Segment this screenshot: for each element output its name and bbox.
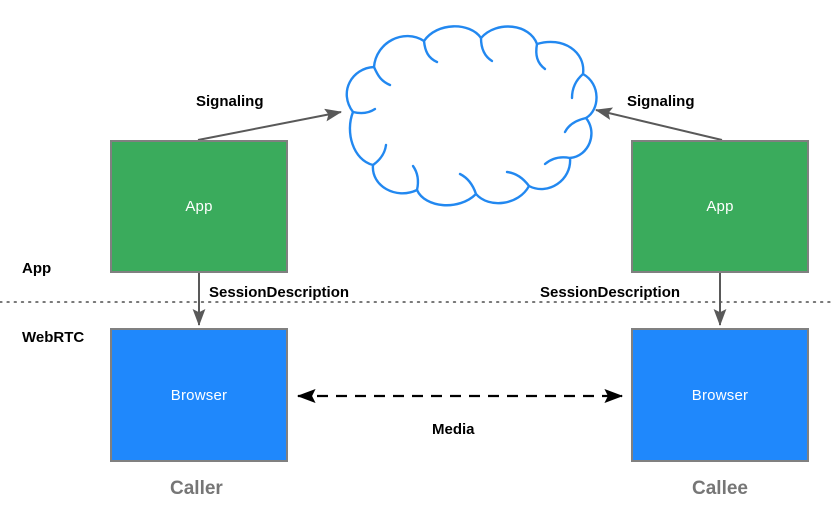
layer-label-app: App [22, 260, 52, 277]
edge-label-sessiondescription-right: SessionDescription [540, 284, 681, 301]
signaling-arrow-left [197, 108, 342, 141]
app-box-caller[interactable]: App [110, 140, 288, 273]
browser-box-caller-label: Browser [170, 386, 228, 404]
edge-label-signaling-left: Signaling [196, 93, 264, 110]
app-box-callee-label: App [706, 198, 734, 215]
edge-label-signaling-right: Signaling [627, 93, 695, 110]
app-box-callee[interactable]: App [631, 140, 809, 273]
edge-label-media: Media [432, 421, 475, 438]
app-box-caller-label: App [185, 198, 213, 215]
role-label-caller: Caller [170, 478, 223, 499]
browser-box-callee[interactable]: Browser [631, 328, 809, 462]
browser-box-callee-label: Browser [691, 386, 749, 404]
layer-label-webrtc: WebRTC [22, 329, 85, 346]
signaling-arrow-right [595, 107, 723, 141]
signaling-cloud [345, 25, 598, 207]
browser-box-caller[interactable]: Browser [110, 328, 288, 462]
role-label-callee: Callee [692, 478, 748, 499]
edge-label-sessiondescription-left: SessionDescription [209, 284, 350, 301]
